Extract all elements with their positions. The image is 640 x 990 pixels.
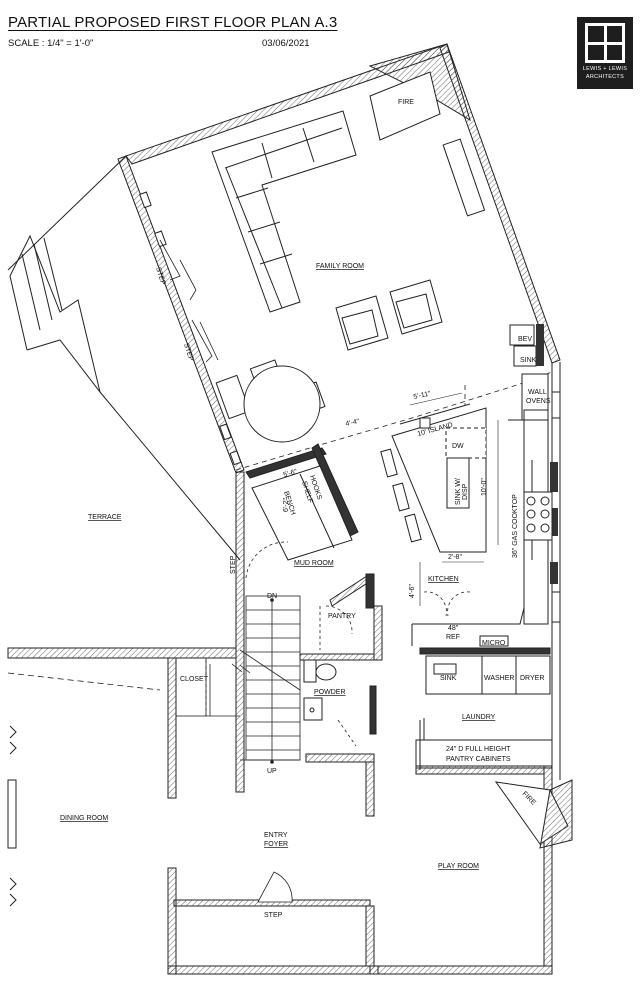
room-mud: MUD ROOM bbox=[294, 560, 334, 567]
label-step-4: STEP bbox=[264, 912, 283, 919]
dim-5-6: 5'-6" bbox=[283, 468, 299, 479]
label-pantry-cab-2: PANTRY CABINETS bbox=[446, 756, 511, 763]
label-ovens: OVENS bbox=[526, 398, 551, 405]
label-ref-1: 48" bbox=[448, 625, 459, 632]
scale-note: SCALE : 1/4" = 1'-0" bbox=[8, 38, 94, 49]
stairs bbox=[239, 595, 301, 761]
dim-6-2: 6'-2" bbox=[283, 498, 290, 512]
page-title: PARTIAL PROPOSED FIRST FLOOR PLAN A.3 bbox=[8, 14, 338, 31]
label-sink-laundry: SINK bbox=[440, 675, 457, 682]
room-terrace: TERRACE bbox=[88, 514, 122, 521]
drawing-date: 03/06/2021 bbox=[262, 38, 310, 49]
sectional-sofa bbox=[211, 110, 357, 313]
room-entry: ENTRY bbox=[264, 832, 288, 839]
logo-subtitle: ARCHITECTS bbox=[585, 74, 625, 80]
dim-5-11: 5'-11" bbox=[413, 390, 432, 401]
dim-2-8: 2'-8" bbox=[448, 554, 462, 561]
room-closet: CLOSET bbox=[180, 676, 209, 683]
label-fire-top: FIRE bbox=[398, 99, 414, 106]
fireplace-top bbox=[369, 71, 441, 141]
label-micro: MICRO bbox=[482, 640, 506, 647]
room-laundry: LAUNDRY bbox=[462, 714, 496, 721]
round-table bbox=[215, 359, 326, 443]
armchairs bbox=[335, 279, 443, 351]
room-pantry: PANTRY bbox=[328, 613, 356, 620]
label-wall: WALL bbox=[528, 389, 547, 396]
label-bev: BEV bbox=[518, 336, 532, 343]
laundry-cabinets bbox=[415, 635, 553, 770]
label-dw: DW bbox=[452, 443, 464, 450]
label-sink-disp-1: SINK W/ bbox=[455, 478, 462, 505]
label-ref-2: REF bbox=[446, 634, 460, 641]
label-pantry-cab-1: 24" D FULL HEIGHT bbox=[446, 746, 511, 753]
room-dining: DINING ROOM bbox=[60, 815, 108, 822]
label-step-3: STEP bbox=[230, 555, 237, 574]
room-family: FAMILY ROOM bbox=[316, 263, 364, 270]
dim-4-6: 4'-6" bbox=[409, 584, 416, 598]
terrace-steps bbox=[7, 155, 241, 561]
dim-4-4: 4'-4" bbox=[345, 418, 361, 428]
family-room-walls bbox=[117, 43, 561, 474]
logo-name: LEWIS + LEWIS bbox=[582, 66, 628, 72]
kitchen-island bbox=[391, 403, 487, 553]
label-bev-sink: SINK bbox=[520, 357, 537, 364]
label-up: UP bbox=[267, 768, 277, 775]
label-sink-disp-2: DISP bbox=[462, 483, 469, 500]
dim-10-0: 10'-0" bbox=[481, 478, 488, 496]
room-play: PLAY ROOM bbox=[438, 863, 479, 870]
room-kitchen: KITCHEN bbox=[428, 576, 459, 583]
label-washer: WASHER bbox=[484, 675, 514, 682]
room-foyer: FOYER bbox=[264, 841, 288, 848]
room-powder: POWDER bbox=[314, 689, 346, 696]
fireplace-bottom bbox=[494, 779, 573, 849]
label-cooktop: 36" GAS COOKTOP bbox=[512, 494, 519, 558]
label-dryer: DRYER bbox=[520, 675, 544, 682]
architect-logo: LEWIS + LEWIS ARCHITECTS bbox=[577, 17, 633, 89]
window-mark-icon bbox=[585, 23, 625, 63]
label-dn: DN bbox=[267, 593, 277, 600]
